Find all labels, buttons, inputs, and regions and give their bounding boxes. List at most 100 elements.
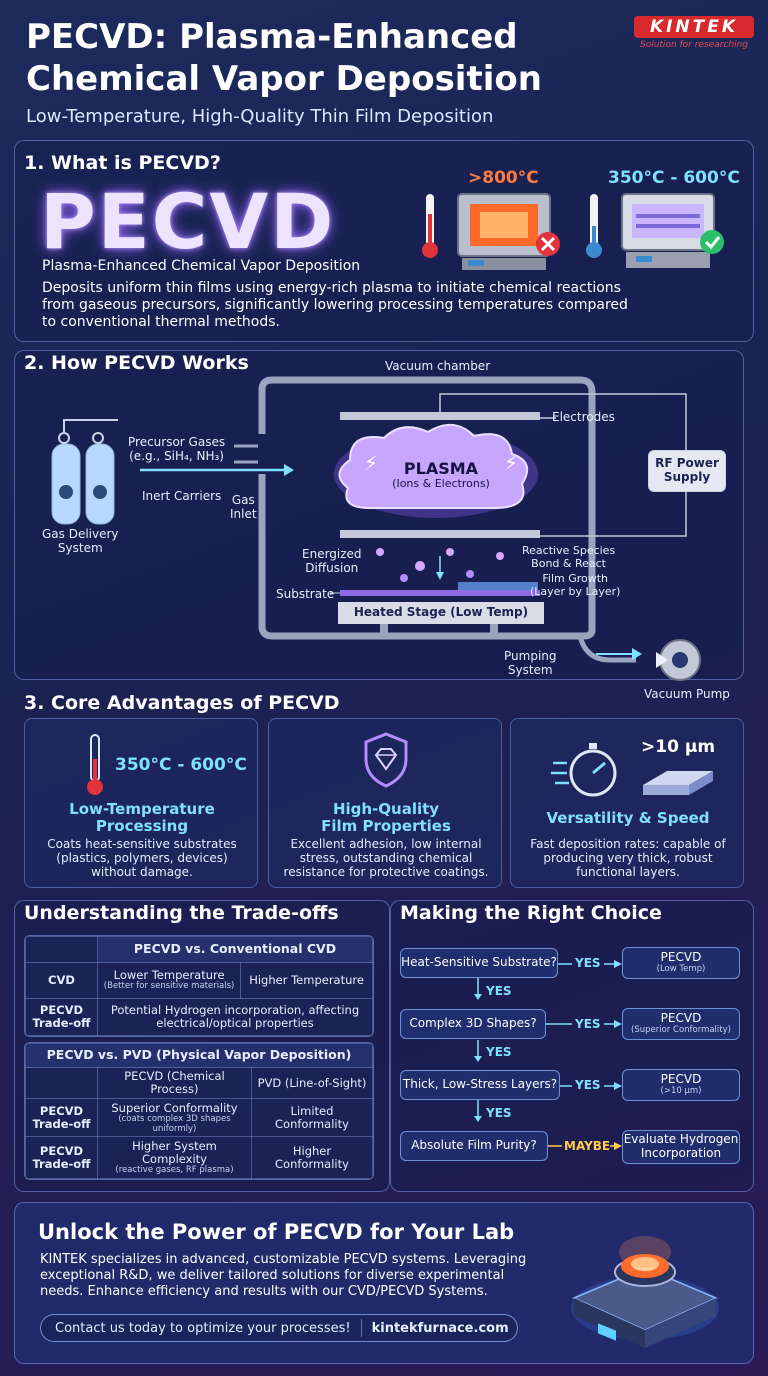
cta-body: KINTEK specializes in advanced, customiz… <box>40 1252 527 1299</box>
pumping-system-label: Pumping System <box>504 649 557 678</box>
decision-q3: Thick, Low-Stress Layers? <box>400 1070 560 1100</box>
advantage-1-stat: 350°C - 600°C <box>115 755 247 775</box>
table2-col-a: PECVD (Chemical Process) <box>97 1066 252 1100</box>
website-link[interactable]: kintekfurnace.com <box>371 1320 509 1336</box>
title-line-2: Chemical Vapor Deposition <box>26 59 542 99</box>
pumping-line-1: Pumping <box>504 649 557 663</box>
table2-row2-label-1: PECVD <box>39 1143 84 1158</box>
result-2-title: PECVD <box>660 1011 702 1026</box>
gas-inlet-label: Gas Inlet <box>230 493 257 522</box>
pecvd-device-icon <box>571 1236 719 1348</box>
page-title: PECVD: Plasma-Enhanced Chemical Vapor De… <box>26 16 542 100</box>
pecvd-big-text: PECVD <box>40 177 336 266</box>
advantage-3-title: Versatility & Speed <box>511 809 745 827</box>
page-subtitle: Low-Temperature, High-Quality Thin Film … <box>26 106 494 127</box>
film-line-1: Film Growth <box>542 572 609 585</box>
film-line-2: (Layer by Layer) <box>530 584 621 598</box>
chamber-diagram: ⚡⚡ <box>51 376 701 681</box>
cta-heading: Unlock the Power of PECVD for Your Lab <box>38 1220 515 1244</box>
rf-label-2: Supply <box>663 470 711 484</box>
table1-row2-label-2: Trade-off <box>32 1016 91 1030</box>
advantage-1-title-line-2: Processing <box>95 817 189 835</box>
table2-col-b: PVD (Line-of-Sight) <box>250 1066 373 1100</box>
logo-text: KINTEK <box>634 16 754 38</box>
result-3: PECVD(>10 µm) <box>622 1069 740 1101</box>
result-2-sub: (Superior Conformality) <box>631 1025 731 1036</box>
cta-button-label[interactable]: Contact us today to optimize your proces… <box>55 1320 351 1336</box>
svg-text:⚡: ⚡ <box>504 451 518 475</box>
table2-row2-a-sub: (reactive gases, RF plasma) <box>115 1165 234 1176</box>
gas-inlet-line-1: Gas <box>231 493 255 507</box>
vacuum-pump-label: Vacuum Pump <box>644 687 730 701</box>
diamond-shield-icon <box>364 732 408 788</box>
table1-row1-a-sub: (Better for sensitive materials) <box>103 981 235 992</box>
maybe-label: MAYBE <box>564 1139 611 1153</box>
table2-row2-a-text: Higher System Complexity <box>132 1138 217 1166</box>
advantage-2-title: High-Quality Film Properties <box>269 801 503 835</box>
cta-button[interactable]: Contact us today to optimize your proces… <box>40 1314 518 1342</box>
heated-stage-label: Heated Stage (Low Temp) <box>353 605 529 619</box>
gas-inlet-line-2: Inlet <box>230 506 257 521</box>
cvd-comparison-table: PECVD vs. Conventional CVD CVD Lower Tem… <box>24 935 374 1037</box>
table2-row2-label-2: Trade-off <box>32 1156 91 1171</box>
reactive-line-2: Bond & React <box>531 556 606 570</box>
precursor-gases-label: Precursor Gases (e.g., SiH₄, NH₃) <box>128 435 226 464</box>
stopwatch-icon <box>551 743 617 797</box>
gas-delivery-label: Gas Delivery System <box>42 527 119 556</box>
hot-furnace-icon <box>422 193 560 270</box>
result-4-line-2: Incorporation <box>640 1146 722 1160</box>
table2-corner <box>25 1066 98 1100</box>
reactive-line-1: Reactive Species <box>522 544 616 557</box>
result-4-line-1: Evaluate Hydrogen <box>623 1132 739 1147</box>
logo-tagline: Solution for researching <box>639 40 748 50</box>
energized-line-2: Diffusion <box>305 560 359 575</box>
substrate-label: Substrate <box>276 587 335 601</box>
temp-low-label: 350°C - 600°C <box>608 168 740 188</box>
decision-q4: Absolute Film Purity? <box>400 1131 548 1161</box>
plasma-label: PLASMA (Ions & Electrons) <box>386 459 496 491</box>
layers-icon <box>643 771 713 795</box>
advantage-card-speed: >10 µm Versatility & Speed Fast depositi… <box>510 718 744 888</box>
table2-row1-b: Limited Conformality <box>250 1098 373 1138</box>
table1-row2-label-1: PECVD <box>39 1002 84 1017</box>
film-growth-label: Film Growth (Layer by Layer) <box>530 572 621 598</box>
thermometer-icon <box>87 734 103 795</box>
section-3-heading: 3. Core Advantages of PECVD <box>24 692 340 714</box>
advantage-1-title: Low-Temperature Processing <box>25 801 259 835</box>
advantage-3-title-line-1: Versatility & Speed <box>546 809 710 827</box>
advantage-1-title-line-1: Low-Temperature <box>69 800 215 818</box>
gas-delivery-line-1: Gas Delivery <box>42 527 119 541</box>
advantage-3-desc: Fast deposition rates: capable of produc… <box>530 837 726 879</box>
title-line-1: PECVD: Plasma-Enhanced <box>26 17 518 57</box>
table1-row1-label: CVD <box>25 962 98 999</box>
result-1: PECVD(Low Temp) <box>622 947 740 979</box>
table1-header: PECVD vs. Conventional CVD <box>97 936 373 963</box>
precursor-line-2: (e.g., SiH₄, NH₃) <box>129 448 224 463</box>
yes-down-2: YES <box>486 1045 512 1059</box>
precursor-line-1: Precursor Gases <box>128 435 226 449</box>
advantage-card-quality: High-Quality Film Properties Excellent a… <box>268 718 502 888</box>
result-1-title: PECVD <box>660 950 702 965</box>
svg-text:⚡: ⚡ <box>364 451 378 475</box>
result-3-sub: (>10 µm) <box>660 1086 702 1097</box>
table2-row2-a: Higher System Complexity(reactive gases,… <box>97 1136 252 1179</box>
table1-row1-a-text: Lower Temperature <box>113 968 225 982</box>
table1-row2-text: Potential Hydrogen incorporation, affect… <box>97 998 373 1036</box>
reactive-species-label: Reactive Species Bond & React <box>522 544 616 570</box>
yes-label-1: YES <box>575 956 601 970</box>
decision-flow-lines <box>474 960 622 1150</box>
yes-label-3: YES <box>575 1078 601 1092</box>
inert-carriers-label: Inert Carriers <box>142 489 222 503</box>
pecvd-expansion: Plasma-Enhanced Chemical Vapor Depositio… <box>42 258 361 274</box>
cool-furnace-icon <box>586 193 724 268</box>
rf-power-supply-box: RF Power Supply <box>648 450 726 492</box>
advantage-1-desc: Coats heat-sensitive substrates (plastic… <box>47 837 237 879</box>
vacuum-chamber-label: Vacuum chamber <box>385 359 491 373</box>
table2-row1-a: Superior Conformality(coats complex 3D s… <box>97 1098 252 1138</box>
section-1-heading: 1. What is PECVD? <box>24 152 221 174</box>
how-it-works-panel <box>14 350 744 680</box>
energized-diffusion-label: Energized Diffusion <box>302 547 362 576</box>
table2-header: PECVD vs. PVD (Physical Vapor Deposition… <box>25 1043 373 1068</box>
